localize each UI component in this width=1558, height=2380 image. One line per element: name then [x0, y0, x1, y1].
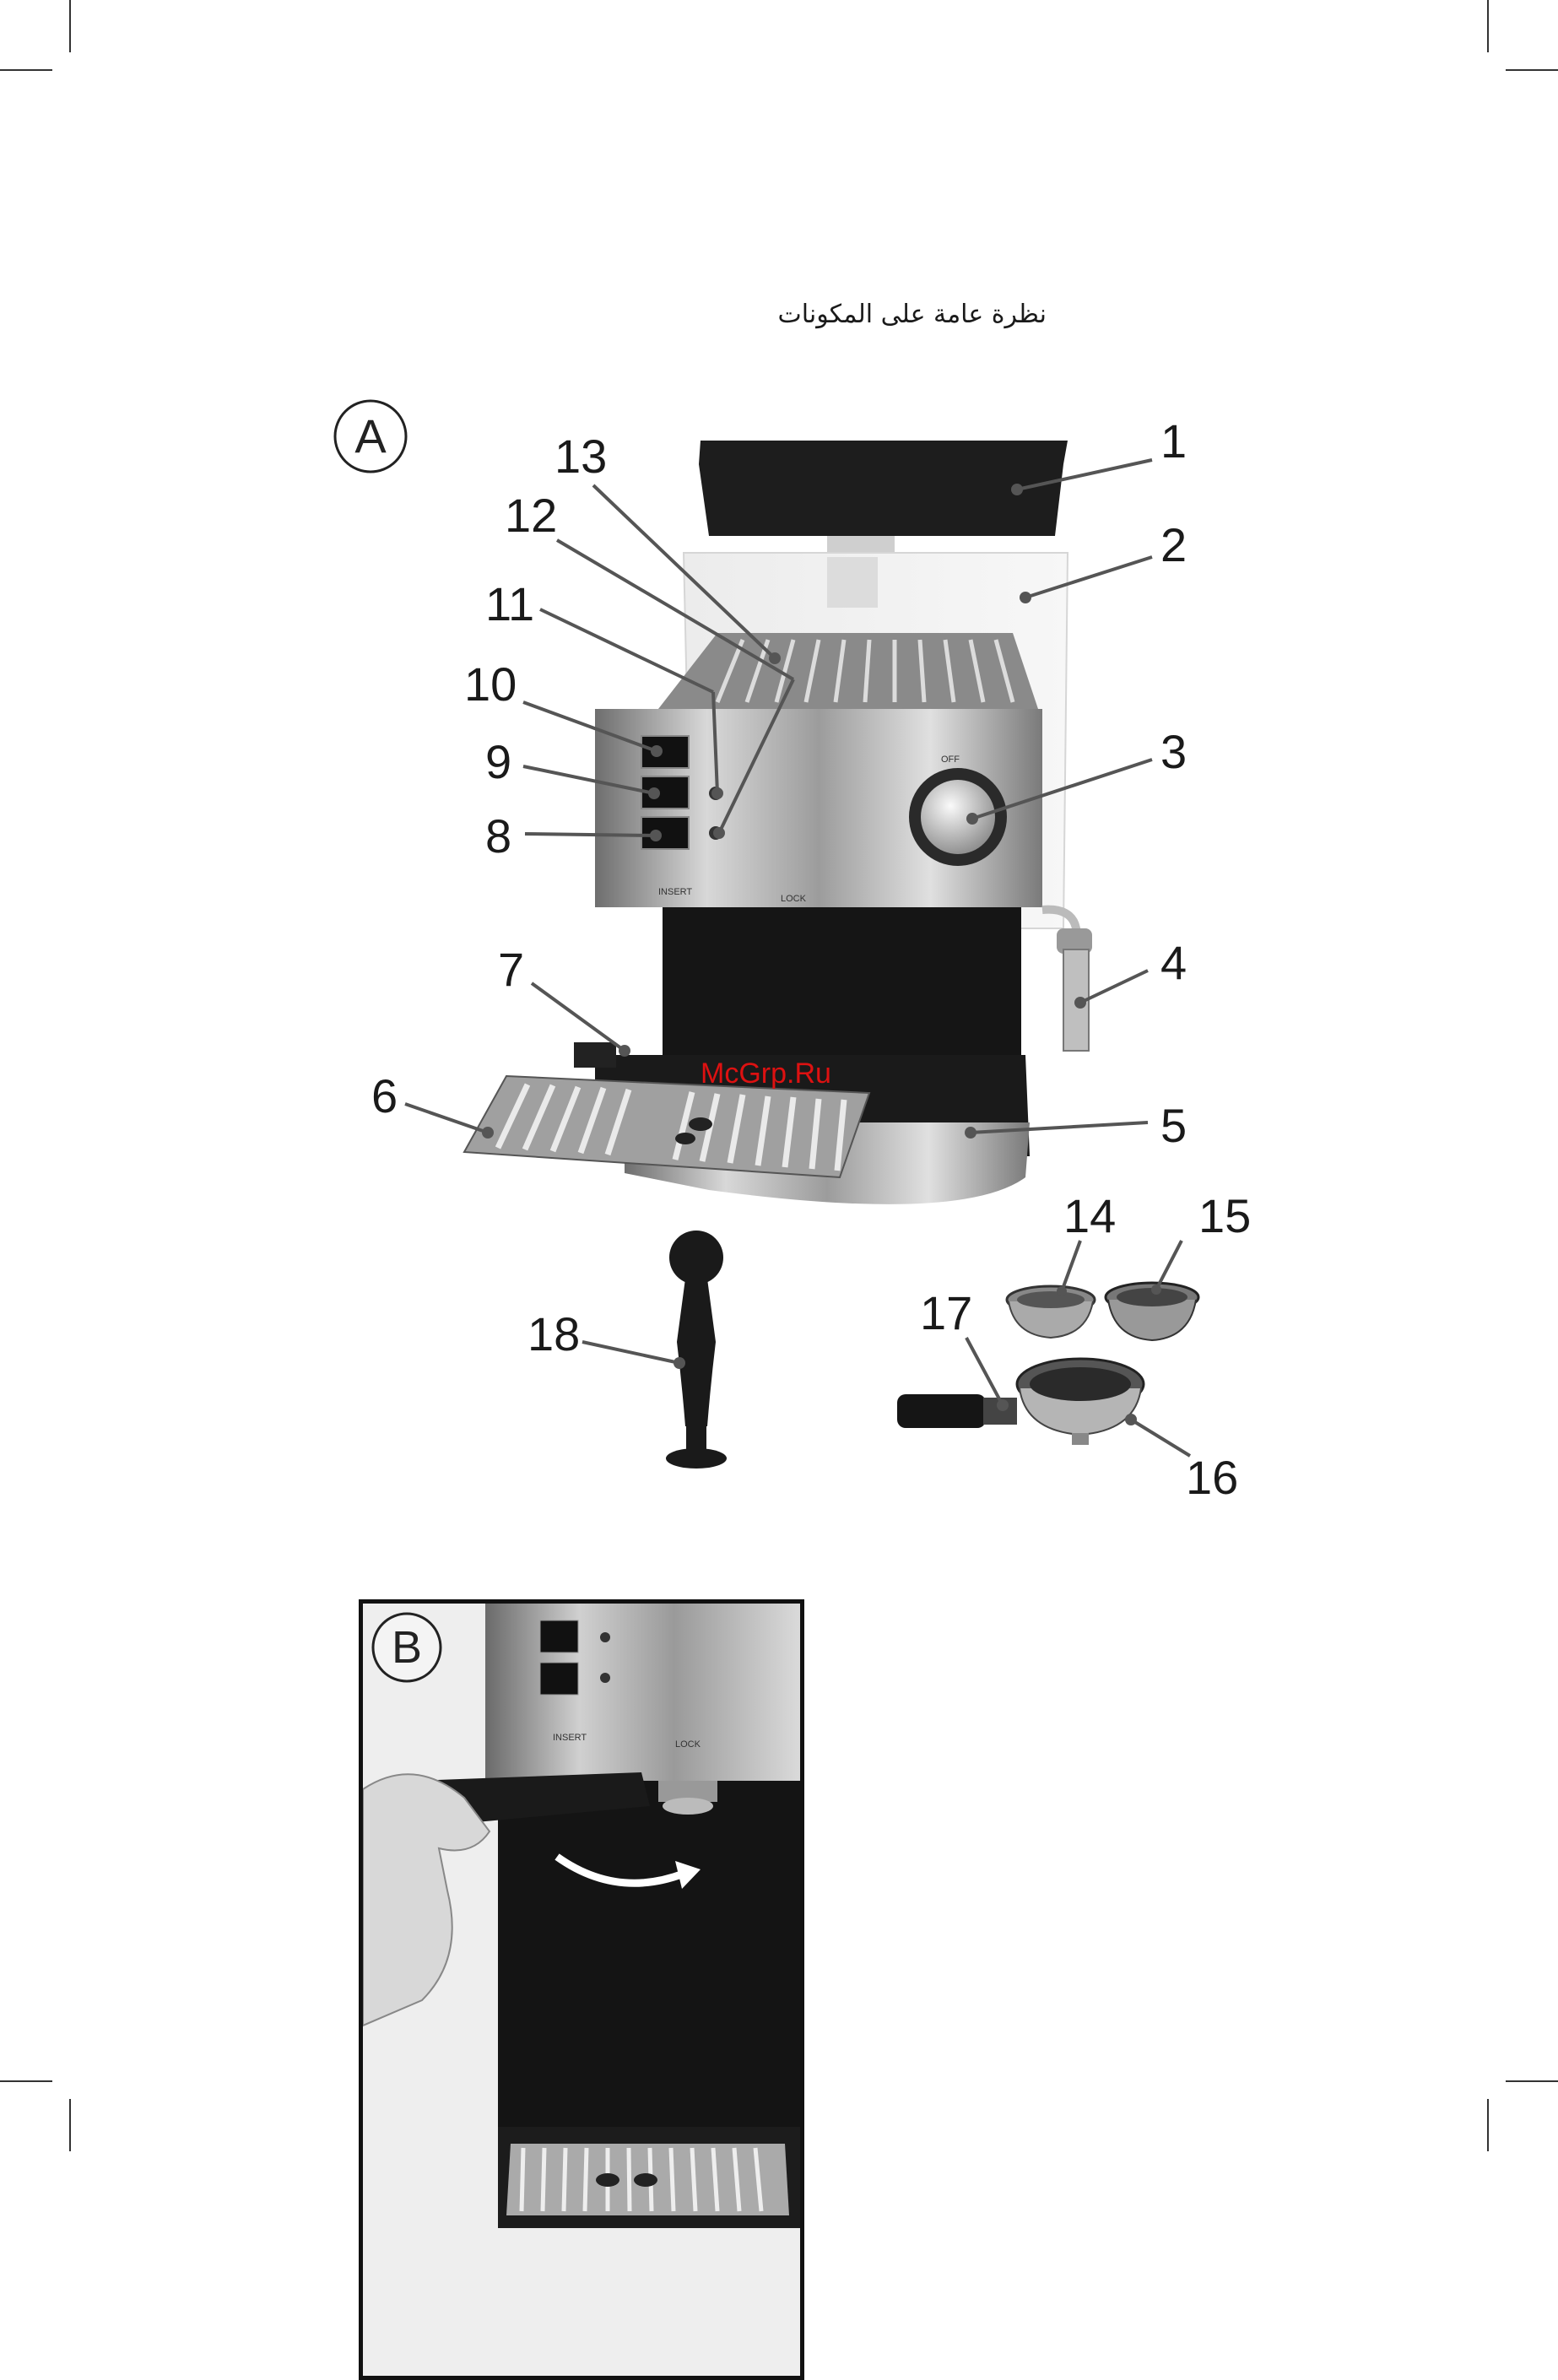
callout-3: 3: [1160, 725, 1187, 778]
crop-mark: [1487, 0, 1489, 52]
steam-switch: [641, 817, 689, 849]
tamper: [666, 1231, 727, 1469]
power-switch: [641, 736, 689, 768]
machine-body: [485, 1604, 800, 1781]
callout-1: 1: [1160, 414, 1187, 468]
callout-12: 12: [505, 489, 557, 542]
callout-15: 15: [1198, 1189, 1251, 1242]
callout-2: 2: [1160, 518, 1187, 571]
svg-text:B: B: [392, 1622, 422, 1673]
figure-a-parts-diagram: A INSERT LOCK OFF: [321, 388, 1266, 1511]
svg-text:INSERT: INSERT: [553, 1733, 587, 1743]
figure-b-label: B: [373, 1614, 441, 1681]
svg-text:LOCK: LOCK: [675, 1739, 701, 1750]
crop-mark: [1487, 2099, 1489, 2151]
callout-8: 8: [485, 809, 511, 863]
page-title: نظرة عامة على المكونات: [0, 300, 1047, 329]
crop-mark: [1506, 2080, 1558, 2082]
callout-14: 14: [1063, 1189, 1116, 1242]
callout-13: 13: [554, 430, 607, 483]
callout-17: 17: [920, 1286, 972, 1339]
crop-mark: [69, 2099, 71, 2151]
callout-6: 6: [371, 1069, 398, 1122]
callout-10: 10: [464, 657, 517, 711]
callout-7: 7: [498, 943, 524, 996]
water-level-float: [574, 1042, 616, 1068]
callout-11: 11: [485, 577, 534, 630]
single-cup-filter: [1007, 1286, 1095, 1338]
figure-a-label: A: [335, 401, 406, 472]
portafilter: [897, 1359, 1144, 1445]
callout-5: 5: [1160, 1099, 1187, 1152]
callout-4: 4: [1160, 936, 1187, 989]
svg-text:LOCK: LOCK: [781, 894, 807, 904]
callout-16: 16: [1186, 1451, 1238, 1504]
callout-18: 18: [527, 1307, 580, 1360]
crop-mark: [1506, 69, 1558, 71]
crop-mark: [69, 0, 71, 52]
svg-text:OFF: OFF: [941, 755, 960, 765]
crop-mark: [0, 2080, 52, 2082]
svg-text:A: A: [354, 409, 387, 462]
svg-text:INSERT: INSERT: [658, 887, 692, 897]
callout-9: 9: [485, 735, 511, 788]
figure-b-insert-portafilter-photo: INSERT LOCK B: [359, 1599, 804, 2380]
svg-text:McGrp.Ru: McGrp.Ru: [701, 1057, 831, 1090]
crop-mark: [0, 69, 52, 71]
